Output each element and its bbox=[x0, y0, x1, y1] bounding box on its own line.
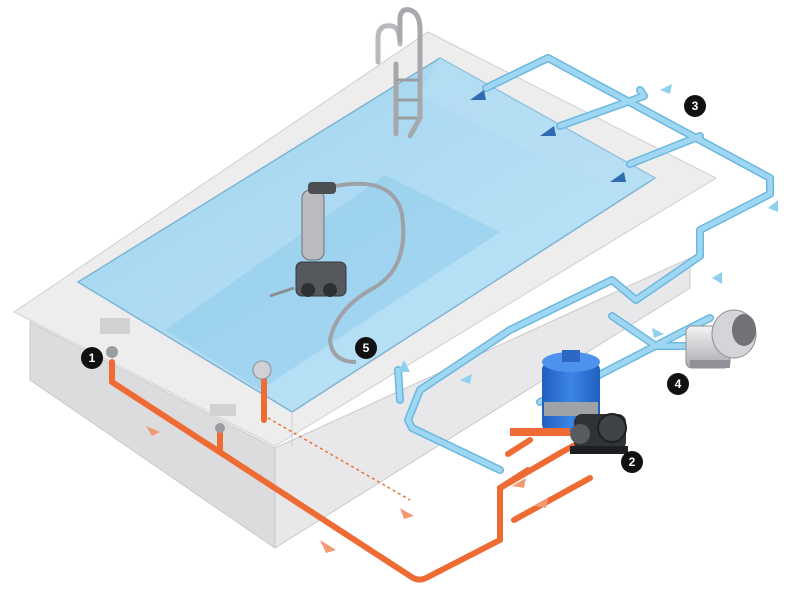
svg-text:5: 5 bbox=[363, 341, 370, 355]
main-drain bbox=[252, 360, 272, 380]
pump-manifold bbox=[510, 428, 570, 436]
marker-1: 1 bbox=[81, 347, 103, 369]
pool-ladder-icon bbox=[375, 7, 423, 139]
marker-3: 3 bbox=[684, 95, 706, 117]
marker-4: 4 bbox=[667, 373, 689, 395]
flow-arrow-icon bbox=[398, 84, 778, 384]
marker-5: 5 bbox=[355, 337, 377, 359]
pool-shell bbox=[13, 31, 718, 549]
svg-text:4: 4 bbox=[675, 377, 682, 391]
svg-text:1: 1 bbox=[89, 351, 96, 365]
svg-text:3: 3 bbox=[692, 99, 699, 113]
flow-arrow-icon bbox=[146, 426, 548, 553]
skimmer-2 bbox=[210, 404, 236, 433]
circulation-pump-icon bbox=[570, 413, 628, 454]
robotic-pool-cleaner-icon bbox=[269, 181, 406, 364]
svg-text:2: 2 bbox=[629, 455, 636, 469]
return-inlets bbox=[470, 90, 626, 182]
pool-inner-wall bbox=[420, 58, 655, 196]
heat-pump-icon bbox=[685, 309, 757, 369]
skimmer-1 bbox=[100, 318, 130, 358]
pool-front-wall bbox=[274, 257, 691, 549]
marker-2: 2 bbox=[621, 451, 643, 473]
